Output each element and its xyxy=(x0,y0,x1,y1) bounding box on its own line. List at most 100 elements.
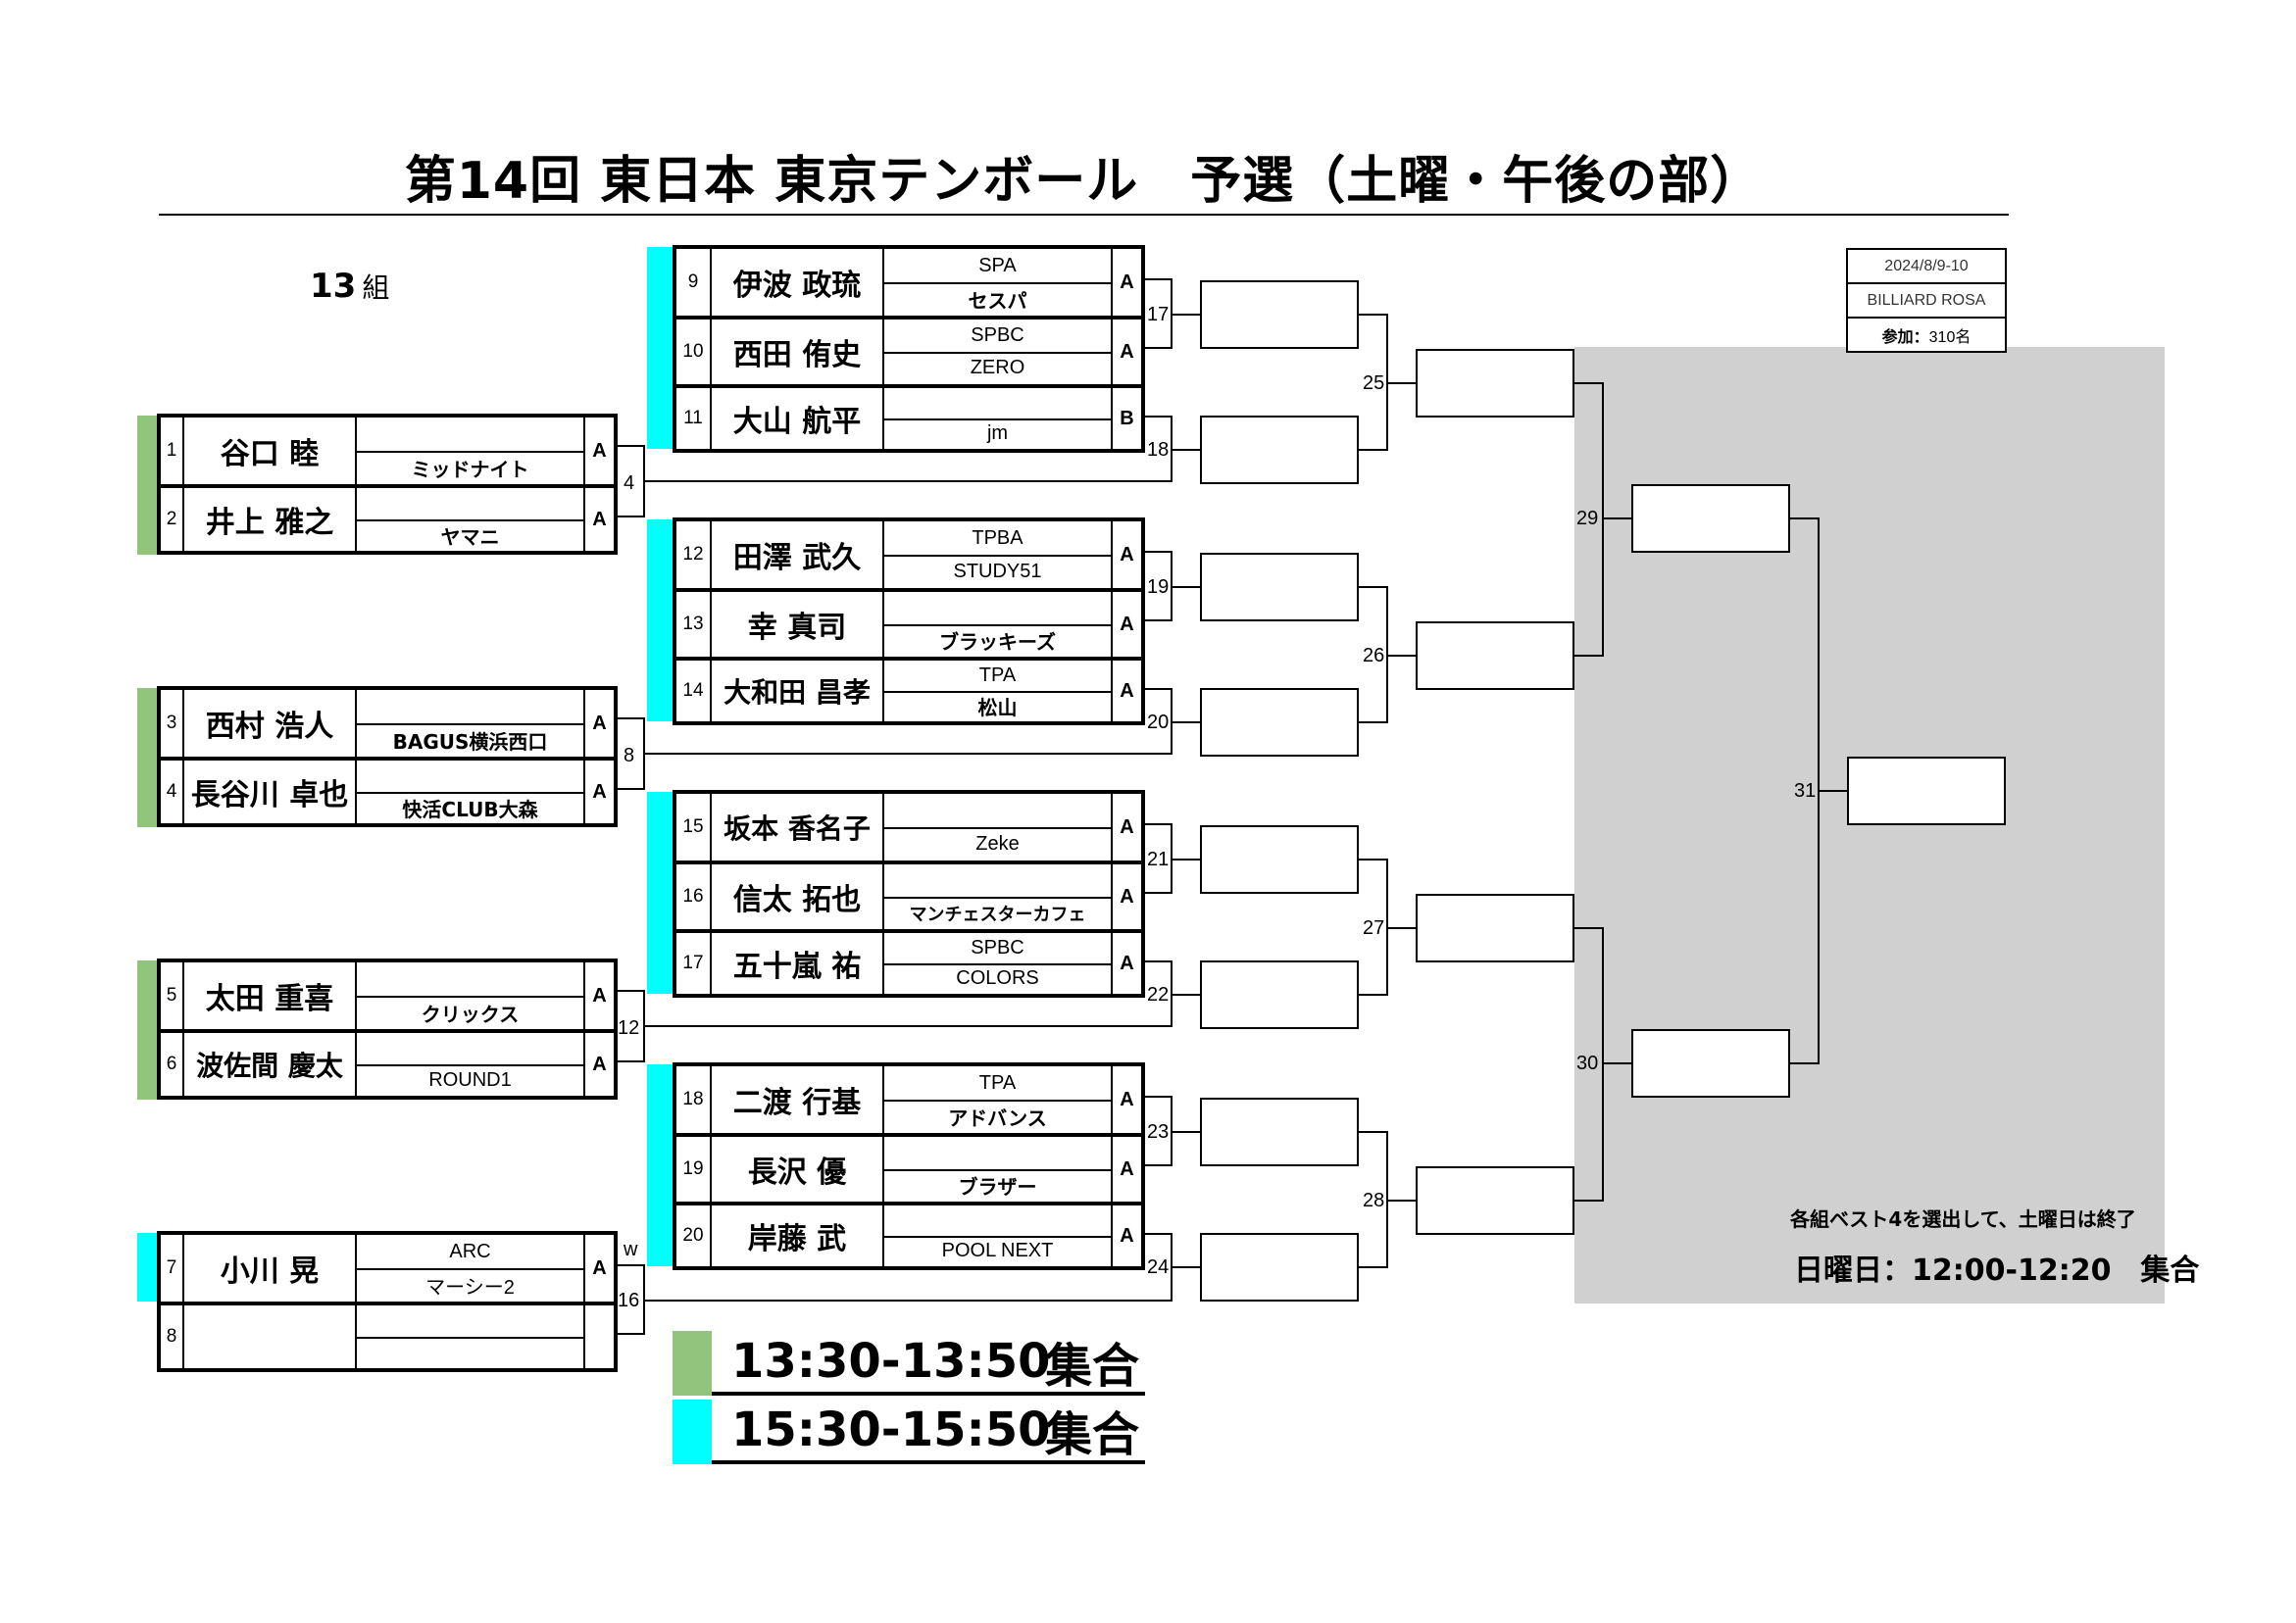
player-name: 長谷川 卓也 xyxy=(184,761,357,823)
bracket-line xyxy=(1602,517,1631,519)
class-rank: A xyxy=(592,780,607,803)
seed-number: 18 xyxy=(676,1066,712,1133)
match-number: 16 xyxy=(618,1290,640,1311)
club-top xyxy=(884,864,1111,899)
match-number: 4 xyxy=(624,472,635,494)
bracket-line xyxy=(618,717,645,719)
class-rank: A xyxy=(592,984,607,1007)
info-date: 2024/8/9-10 xyxy=(1884,257,1969,274)
bracket-line xyxy=(1790,1062,1820,1064)
club-top: ARC xyxy=(357,1235,583,1270)
bracket-line xyxy=(1171,449,1200,451)
club-top xyxy=(357,1305,583,1339)
bracket-line xyxy=(643,1025,1173,1027)
legend-swatch xyxy=(673,1331,712,1396)
player-name: 大山 航平 xyxy=(712,388,884,449)
seed-number: 5 xyxy=(161,962,184,1029)
match-number: 31 xyxy=(1794,780,1817,802)
club-bottom: ROUND1 xyxy=(428,1068,512,1091)
player-name: 二渡 行基 xyxy=(712,1066,884,1133)
match-number: 30 xyxy=(1576,1053,1599,1074)
seed-number: 20 xyxy=(676,1205,712,1266)
club-bottom: ミッドナイト xyxy=(411,457,529,481)
bracket-line xyxy=(1145,1164,1173,1166)
bracket-line xyxy=(618,445,645,447)
player-row: 4 長谷川 卓也 快活CLUB大森 A xyxy=(161,757,614,823)
bracket-line xyxy=(1574,382,1604,384)
seed-number: 3 xyxy=(161,690,184,757)
class-rank: A xyxy=(1120,340,1134,363)
seed-number: 17 xyxy=(676,933,712,994)
bracket-line xyxy=(643,1300,1173,1302)
class-rank: A xyxy=(592,439,607,462)
club-bottom: 快活CLUB大森 xyxy=(402,797,538,821)
class-rank: A xyxy=(592,1256,607,1279)
club-top xyxy=(357,962,583,998)
bracket-line xyxy=(1145,619,1173,621)
club-cell xyxy=(357,1305,585,1368)
bracket-line xyxy=(1171,721,1200,723)
club-bottom: アドバンス xyxy=(948,1106,1047,1130)
seed-number: 4 xyxy=(161,761,184,823)
time-color-bar xyxy=(137,416,157,555)
bracket-line xyxy=(618,788,645,790)
seed-number: 12 xyxy=(676,521,712,588)
participants-value: 310名 xyxy=(1928,328,1972,346)
match-number: 21 xyxy=(1147,849,1170,870)
player-row: 1 谷口 睦 ミッドナイト A xyxy=(161,418,614,484)
bracket-line xyxy=(1359,449,1388,451)
club-top xyxy=(884,592,1111,626)
club-bottom: マンチェスターカフェ xyxy=(909,904,1086,925)
bracket-line xyxy=(1386,382,1416,384)
club-cell: ミッドナイト xyxy=(357,418,585,484)
class-rank: A xyxy=(1120,1157,1134,1180)
player-name: 大和田 昌孝 xyxy=(712,661,884,721)
player-name: 信太 拓也 xyxy=(712,864,884,929)
club-cell: BAGUS横浜西口 xyxy=(357,690,585,757)
time-color-bar xyxy=(137,688,157,827)
player-name: 西村 浩人 xyxy=(184,690,357,757)
sunday-schedule: 日曜日：12:00-12:20 集合 xyxy=(1794,1254,2200,1288)
finals-note: 各組ベスト4を選出して、土曜日は終了 xyxy=(1790,1207,2136,1231)
match-number: 18 xyxy=(1147,439,1170,461)
player-row: 16 信太 拓也 マンチェスターカフェ A xyxy=(676,861,1141,929)
seed-number: 10 xyxy=(676,320,712,384)
club-top xyxy=(357,418,583,453)
club-cell: 快活CLUB大森 xyxy=(357,761,585,823)
player-block: 1 谷口 睦 ミッドナイト A 2 井上 雅之 ヤマニ A xyxy=(157,414,618,555)
player-name: 五十嵐 祐 xyxy=(712,933,884,994)
bracket-line xyxy=(1171,859,1200,861)
match-number: 29 xyxy=(1576,508,1599,529)
bracket-line xyxy=(1386,927,1416,929)
result-box xyxy=(1200,280,1359,349)
bracket-line xyxy=(1145,347,1173,349)
bracket-line xyxy=(1145,1233,1173,1235)
player-name xyxy=(184,1305,357,1368)
seed-number: 16 xyxy=(676,864,712,929)
group-unit: 組 xyxy=(362,271,390,304)
legend-word: 集合 xyxy=(1044,1339,1139,1394)
player-block: 5 太田 重喜 クリックス A 6 波佐間 慶太 ROUND1 A xyxy=(157,959,618,1100)
time-color-bar xyxy=(647,519,673,721)
match-number: 24 xyxy=(1147,1256,1170,1278)
match-number: 22 xyxy=(1147,984,1170,1006)
bracket-line xyxy=(1145,278,1173,280)
club-bottom: 松山 xyxy=(977,696,1018,719)
club-top: SPA xyxy=(884,249,1111,284)
title-underline xyxy=(159,214,2009,216)
player-name: 西田 侑史 xyxy=(712,320,884,384)
bracket-line xyxy=(643,480,1173,482)
player-name: 岸藤 武 xyxy=(712,1205,884,1266)
result-box xyxy=(1416,1166,1574,1235)
player-row: 3 西村 浩人 BAGUS横浜西口 A xyxy=(161,690,614,757)
page-title: 第14回 東日本 東京テンボール 予選（土曜・午後の部） xyxy=(404,152,1763,211)
player-name: 太田 重喜 xyxy=(184,962,357,1029)
player-name: 波佐間 慶太 xyxy=(184,1033,357,1096)
result-box xyxy=(1200,1233,1359,1302)
player-name: 伊波 政琉 xyxy=(712,249,884,316)
